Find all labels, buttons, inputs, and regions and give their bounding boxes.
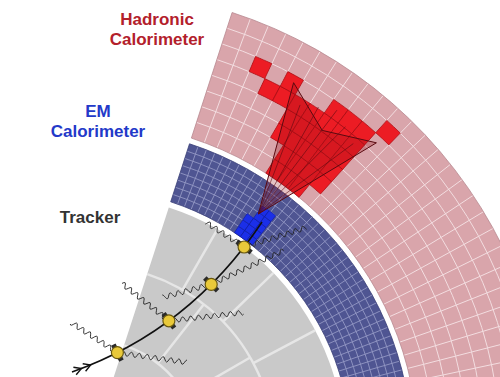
em-deposit-cell bbox=[265, 211, 276, 222]
sensor-plate bbox=[162, 312, 177, 329]
tracker-label: Tracker bbox=[40, 208, 140, 228]
track-arrow bbox=[73, 367, 81, 375]
hadronic-deposit-cell bbox=[249, 56, 272, 78]
track-line bbox=[72, 222, 262, 372]
shower-lines bbox=[258, 105, 353, 214]
hadronic-cell-grid bbox=[197, 19, 500, 377]
em-label: EM Calorimeter bbox=[38, 102, 158, 142]
radiation-wave bbox=[70, 323, 117, 353]
hit-point bbox=[238, 241, 250, 253]
sensor-plate bbox=[111, 343, 124, 361]
tracker-layers bbox=[113, 229, 344, 377]
particle-track bbox=[70, 222, 306, 375]
sensor-plate bbox=[235, 240, 252, 255]
hit-point bbox=[111, 347, 123, 359]
radiation-wave bbox=[117, 351, 187, 364]
hadronic-label: Hadronic Calorimeter bbox=[92, 10, 222, 50]
hadronic-outline bbox=[191, 13, 500, 377]
hadronic-deposit-cell bbox=[376, 120, 401, 144]
cell-grid bbox=[113, 13, 500, 377]
energy-deposits bbox=[234, 56, 400, 245]
hadronic-calorimeter-region bbox=[191, 13, 500, 377]
shower-cone bbox=[258, 83, 376, 214]
radiation-wave bbox=[211, 249, 284, 286]
hit-point bbox=[205, 278, 217, 290]
sensor-plate bbox=[203, 276, 219, 292]
radiation-wave bbox=[162, 283, 211, 299]
detector-bands bbox=[99, 13, 500, 377]
radiation-wave bbox=[169, 311, 244, 323]
hit-point bbox=[163, 315, 175, 327]
radiation-wave bbox=[244, 226, 307, 248]
track-arrow bbox=[83, 364, 91, 372]
